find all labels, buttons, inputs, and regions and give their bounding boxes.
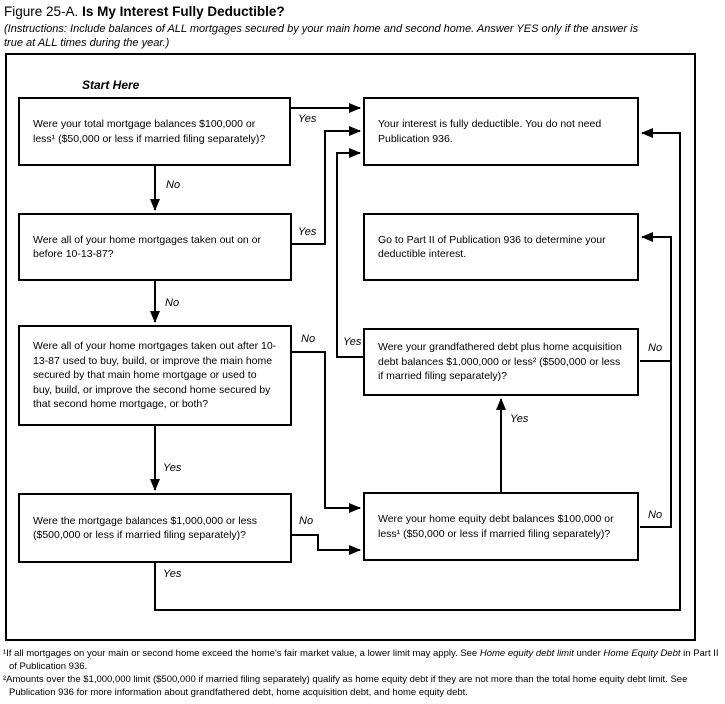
label-q1-yes: Yes (297, 113, 318, 125)
box-result-goto-part2-text: Go to Part II of Publication 936 to dete… (378, 233, 606, 261)
box-q1-text: Were your total mortgage balances $100,0… (33, 118, 266, 145)
box-q1-total-mortgage-balances: Were your total mortgage balances $100,0… (18, 97, 291, 166)
box-result-fully-deductible-text: Your interest is fully deductible. You d… (378, 118, 602, 145)
connector-q4-no (292, 534, 361, 555)
label-q2-yes: Yes (297, 226, 318, 238)
label-home-equity-no: No (647, 509, 664, 521)
label-q4-yes: Yes (162, 568, 183, 580)
box-q-grandfathered-debt: Were your grandfathered debt plus home a… (363, 328, 639, 396)
box-q4-text: Were the mortgage balances $1,000,000 or… (33, 514, 257, 542)
box-result-goto-part2: Go to Part II of Publication 936 to dete… (363, 213, 639, 281)
connector-q4-yes (154, 128, 681, 611)
footnotes-section: ¹If all mortgages on your main or second… (3, 647, 722, 699)
footnote-2: ²Amounts over the $1,000,000 limit ($500… (3, 674, 688, 698)
label-q1-no: No (165, 179, 182, 191)
connector-q3-no (292, 351, 361, 513)
label-grandfathered-no: No (647, 342, 664, 354)
connector-grandfathered-yes (336, 148, 364, 358)
label-q3-no: No (300, 333, 317, 345)
box-q-grandfathered-text: Were your grandfathered debt plus home a… (378, 341, 622, 383)
box-q-home-equity-debt: Were your home equity debt balances $100… (363, 492, 639, 561)
box-q3-buy-build-improve: Were all of your home mortgages taken ou… (18, 325, 292, 426)
figure-label: Figure 25-A. (4, 4, 79, 19)
connector-no-to-part2 (640, 232, 672, 528)
box-result-fully-deductible: Your interest is fully deductible. You d… (363, 97, 639, 166)
connector-q2-yes (292, 126, 361, 245)
flowchart-border (5, 53, 696, 641)
label-q2-no: No (164, 297, 181, 309)
box-q-home-equity-text: Were your home equity debt balances $100… (378, 513, 614, 540)
instructions-text: (Instructions: Include balances of ALL m… (4, 23, 639, 49)
label-home-equity-yes: Yes (509, 413, 530, 425)
start-here-label: Start Here (82, 78, 140, 92)
box-q2-text: Were all of your home mortgages taken ou… (33, 233, 262, 261)
label-q4-no: No (298, 515, 315, 527)
label-grandfathered-yes: Yes (342, 336, 363, 348)
box-q2-before-10-13-87: Were all of your home mortgages taken ou… (18, 213, 292, 281)
box-q4-mortgage-balances-1m: Were the mortgage balances $1,000,000 or… (18, 493, 292, 563)
box-q3-text: Were all of your home mortgages taken ou… (33, 340, 277, 411)
footnote-1: ¹If all mortgages on your main or second… (3, 648, 719, 672)
figure-title-bold: Is My Interest Fully Deductible? (82, 4, 285, 19)
figure-title: Figure 25-A. Is My Interest Fully Deduct… (4, 4, 285, 19)
label-q3-yes: Yes (162, 462, 183, 474)
